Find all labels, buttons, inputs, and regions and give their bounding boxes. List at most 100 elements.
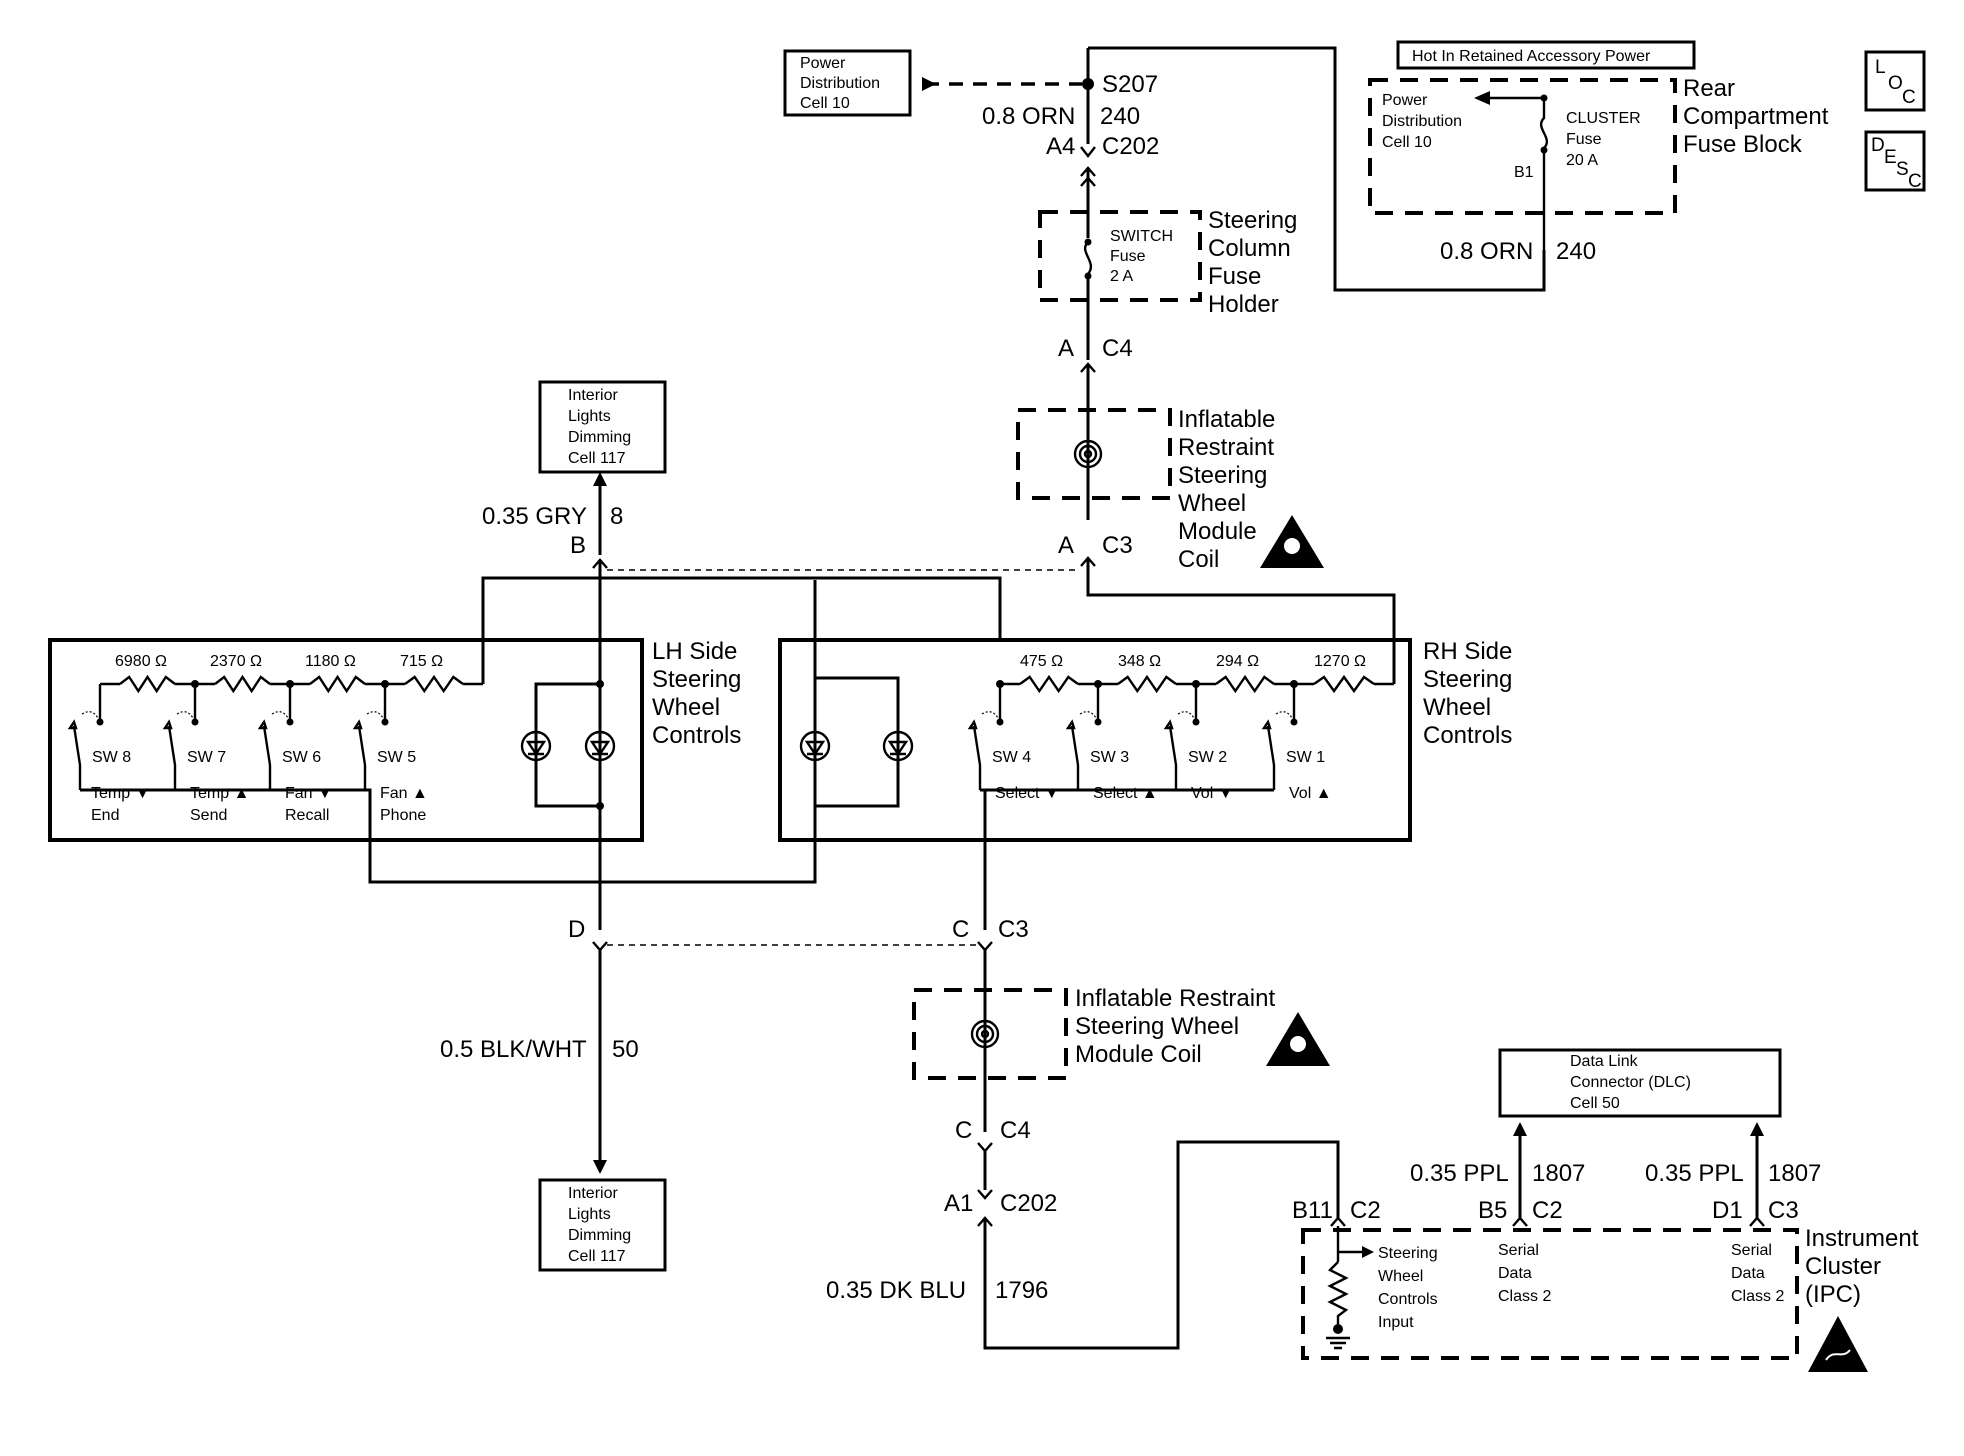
dashed-wire-arrow (922, 77, 936, 91)
wire-1807-left-gauge: 0.35 PPL (1410, 1160, 1509, 1187)
hot-in-label-box (1396, 40, 1696, 70)
column-fuse-type: Fuse (1110, 248, 1146, 265)
wire-b-to-lh-resistors (481, 560, 602, 684)
lh-resistor-3 (309, 674, 366, 694)
svg-text:Input: Input (1378, 1314, 1414, 1331)
svg-text:Coil: Coil (1178, 546, 1219, 573)
cluster-fuse-rating: 20 A (1566, 152, 1598, 169)
pin-b-label: B (570, 532, 586, 559)
cluster-fuse-symbol (1539, 98, 1549, 250)
rear-fuse-block-label: Rear Compartment Fuse Block (1683, 75, 1829, 158)
wire-1807-right-circuit: 1807 (1768, 1160, 1821, 1187)
svg-text:Fuse: Fuse (1208, 263, 1261, 290)
svg-text:Wheel: Wheel (652, 694, 720, 721)
svg-text:S: S (1896, 159, 1909, 180)
ground-icon (1326, 1324, 1350, 1350)
svg-text:Data Link: Data Link (1570, 1053, 1639, 1070)
rear-fuse-pin: B1 (1514, 164, 1534, 181)
svg-text:Cell 50: Cell 50 (1570, 1095, 1620, 1112)
lh-lamps (520, 682, 616, 808)
rh-resistor-value-1: 475 Ω (1020, 653, 1063, 670)
lh-resistor-value-4: 715 Ω (400, 653, 443, 670)
rh-switch-4-lever (1266, 725, 1276, 766)
ipc-box (1301, 1228, 1799, 1360)
wire-240-right-circuit: 240 (1556, 238, 1596, 265)
svg-text:Connector (DLC): Connector (DLC) (1570, 1074, 1691, 1091)
wire-b-to-rh (600, 576, 1002, 642)
wire-1807-right-gauge: 0.35 PPL (1645, 1160, 1744, 1187)
top-coil-label: Inflatable Restraint Steering Wheel Modu… (1178, 406, 1275, 573)
lh-switch-4-lever (357, 725, 367, 766)
rh-controls-box (778, 638, 1412, 842)
column-fuse-name: SWITCH (1110, 228, 1173, 245)
svg-text:Rear: Rear (1683, 75, 1735, 102)
wire-1796 (983, 1140, 1340, 1350)
lh-controls-label: LH Side Steering Wheel Controls (652, 638, 741, 749)
dimming-bottom-box: Interior Lights Dimming Cell 117 (538, 1178, 667, 1272)
rh-resistor-value-4: 1270 Ω (1314, 653, 1366, 670)
lh-function-sub-4: Phone (380, 807, 426, 824)
svg-text:Dimming: Dimming (568, 429, 631, 446)
wire-8-circuit: 8 (610, 503, 623, 530)
connector-c3-mid-pin: C (952, 916, 969, 943)
hot-in-label: Hot In Retained Accessory Power (1412, 48, 1651, 65)
rh-function-2: Select ▲ (1093, 785, 1158, 802)
ipc-connector-c2-a: C2 (1350, 1197, 1381, 1224)
rear-inner-power: Power (1382, 92, 1428, 109)
ipc-connector-symbols (1330, 1216, 1765, 1227)
wire-240-circuit: 240 (1100, 103, 1140, 130)
connector-c3-top-label: C3 (1102, 532, 1133, 559)
rear-fuse-block-box (1368, 78, 1677, 215)
column-fuse-holder-label: Steering Column Fuse Holder (1208, 207, 1297, 318)
rh-controls-label: RH Side Steering Wheel Controls (1423, 638, 1512, 749)
svg-text:Instrument: Instrument (1805, 1225, 1919, 1252)
wire-rh-lamps-ground (598, 806, 817, 905)
svg-text:Controls: Controls (652, 722, 741, 749)
svg-text:RH Side: RH Side (1423, 638, 1512, 665)
rh-switch-3-lever (1168, 725, 1178, 766)
wire-lh-switch-return (368, 806, 815, 884)
lh-resistor-2 (214, 674, 271, 694)
svg-text:Restraint: Restraint (1178, 434, 1274, 461)
svg-text:C: C (1908, 171, 1922, 192)
connector-c4-top-label: C4 (1102, 335, 1133, 362)
wire-1807-left-circuit: 1807 (1532, 1160, 1585, 1187)
cluster-fuse-name: CLUSTER (1566, 110, 1641, 127)
wire-240-loop (1088, 46, 1546, 292)
svg-text:Serial: Serial (1731, 1242, 1772, 1259)
bottom-coil-module-box (912, 988, 1068, 1080)
svg-text:LH Side: LH Side (652, 638, 737, 665)
lh-controls-box (48, 638, 644, 842)
svg-text:Interior: Interior (568, 1185, 618, 1202)
wire-coil-to-rh (1086, 558, 1396, 642)
ipc-label: Instrument Cluster (IPC) (1805, 1225, 1919, 1308)
svg-text:Wheel: Wheel (1378, 1268, 1423, 1285)
lh-resistor-value-1: 6980 Ω (115, 653, 167, 670)
svg-text:Compartment: Compartment (1683, 103, 1829, 130)
lh-resistor-1 (119, 674, 176, 694)
svg-text:Column: Column (1208, 235, 1291, 262)
splice-label: S207 (1102, 71, 1158, 98)
svg-text:D: D (1871, 135, 1885, 156)
lh-function-sub-2: Send (190, 807, 227, 824)
lh-function-4: Fan ▲ (380, 785, 428, 802)
svg-text:Serial: Serial (1498, 1242, 1539, 1259)
bottom-coil-warning-icon (1266, 1012, 1330, 1066)
svg-text:Module: Module (1178, 518, 1257, 545)
rh-function-3: Vol ▼ (1191, 785, 1234, 802)
connector-c3-mid-symbol (977, 941, 993, 952)
svg-text:Module Coil: Module Coil (1075, 1041, 1202, 1068)
ipc-serial-right-label: Serial Data Class 2 (1731, 1242, 1784, 1305)
lh-function-sub-1: End (91, 807, 119, 824)
svg-text:Inflatable: Inflatable (1178, 406, 1275, 433)
rh-lamp-2-icon (882, 730, 914, 762)
svg-text:Interior: Interior (568, 387, 618, 404)
svg-text:Distribution: Distribution (800, 75, 880, 92)
connector-c3-mid-label: C3 (998, 916, 1029, 943)
svg-text:Steering Wheel: Steering Wheel (1075, 1013, 1239, 1040)
svg-text:Inflatable Restraint: Inflatable Restraint (1075, 985, 1275, 1012)
rh-resistor-value-2: 348 Ω (1118, 653, 1161, 670)
pin-d-symbol (592, 941, 608, 952)
